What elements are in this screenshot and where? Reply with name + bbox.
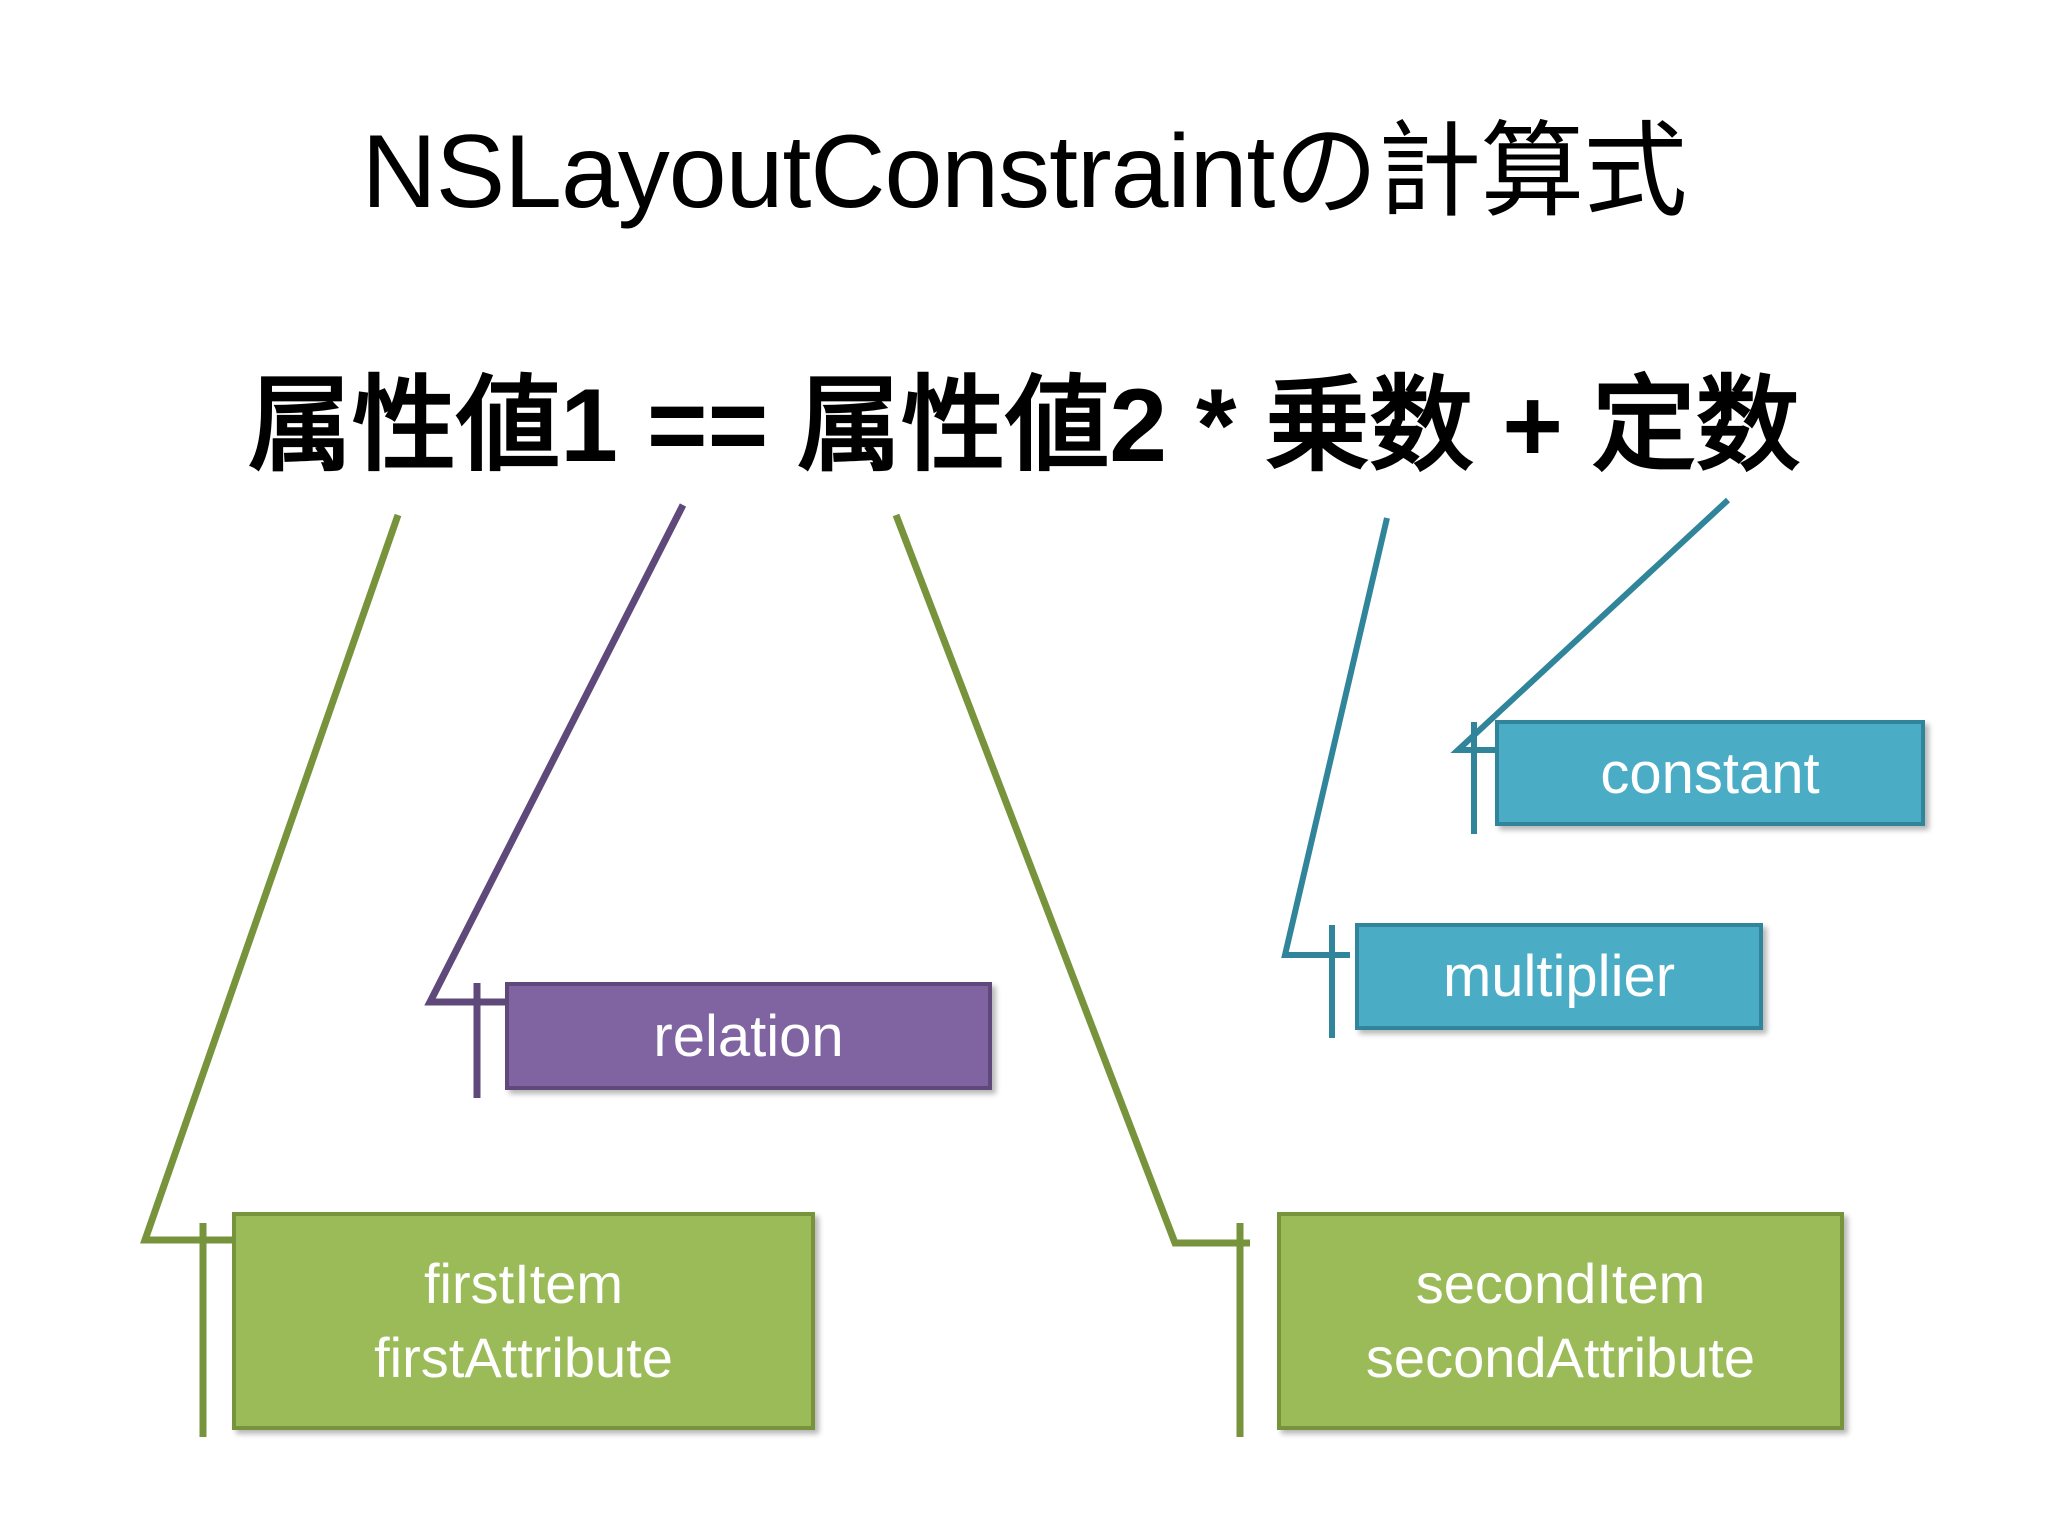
page-title: NSLayoutConstraintの計算式 (361, 114, 1688, 230)
box-constant-label: constant (1600, 740, 1820, 806)
box-second-item-label-line1: secondItem (1415, 1252, 1706, 1316)
box-multiplier[interactable]: multiplier (1355, 923, 1763, 1030)
box-second-item-label-line2: secondAttribute (1365, 1326, 1756, 1389)
box-relation-label: relation (653, 1003, 844, 1069)
box-constant[interactable]: constant (1495, 720, 1925, 826)
leader-line-second-item (892, 513, 1250, 1437)
box-first-item[interactable]: firstItem firstAttribute (232, 1212, 815, 1430)
box-first-item-label-line1: firstItem (423, 1252, 624, 1316)
formula-expression: 属性値1 == 属性値2 * 乗数 + 定数 (248, 368, 1800, 484)
box-first-item-label-line2: firstAttribute (374, 1326, 673, 1389)
box-multiplier-label: multiplier (1442, 944, 1676, 1009)
box-relation[interactable]: relation (505, 982, 992, 1090)
box-second-item[interactable]: secondItem secondAttribute (1277, 1212, 1844, 1430)
